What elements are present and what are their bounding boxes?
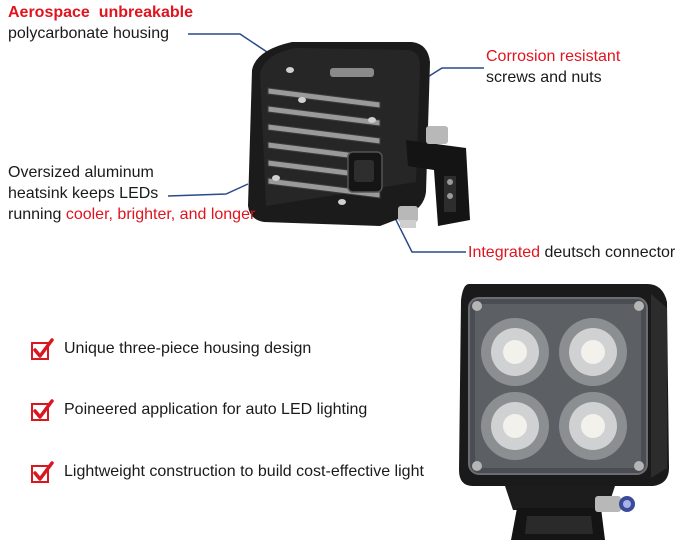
light-rear-view-photo <box>248 42 470 228</box>
checkbox-check-icon <box>31 399 54 421</box>
heatsink-line-1: Oversized aluminum <box>8 164 154 181</box>
checkbox-check-icon <box>31 338 54 360</box>
feature-label: Poineered application for auto LED light… <box>64 401 368 418</box>
feature-item-1: Unique three-piece housing design <box>30 336 311 362</box>
heatsink-line-3: running cooler, brighter, and longer <box>8 204 255 225</box>
screws-highlight: Corrosion resistant <box>486 48 621 65</box>
connector-highlight: Integrated <box>468 244 541 261</box>
feature-item-2: Poineered application for auto LED light… <box>30 397 367 423</box>
callout-heatsink: Oversized aluminum heatsink keeps LEDs r… <box>8 162 255 225</box>
checkbox-check-icon <box>31 461 54 483</box>
heatsink-highlight: cooler, brighter, and longer <box>65 206 256 223</box>
connector-text: deutsch connector <box>540 244 676 261</box>
callout-housing: Aerospace unbreakable polycarbonate hous… <box>8 2 193 44</box>
light-front-view-photo <box>459 284 669 540</box>
feature-item-3: Lightweight construction to build cost-e… <box>30 459 424 485</box>
heatsink-line-3-prefix: running <box>8 206 66 223</box>
callout-screws: Corrosion resistant screws and nuts <box>486 46 620 88</box>
feature-label: Unique three-piece housing design <box>64 340 312 357</box>
housing-text: polycarbonate housing <box>8 25 170 42</box>
leader-heatsink <box>167 183 249 197</box>
screws-text: screws and nuts <box>486 69 602 86</box>
heatsink-line-2: heatsink keeps LEDs <box>8 185 159 202</box>
feature-label: Lightweight construction to build cost-e… <box>64 463 424 480</box>
housing-highlight: Aerospace unbreakable <box>8 4 193 21</box>
callout-connector: Integrated deutsch connector <box>468 242 675 263</box>
